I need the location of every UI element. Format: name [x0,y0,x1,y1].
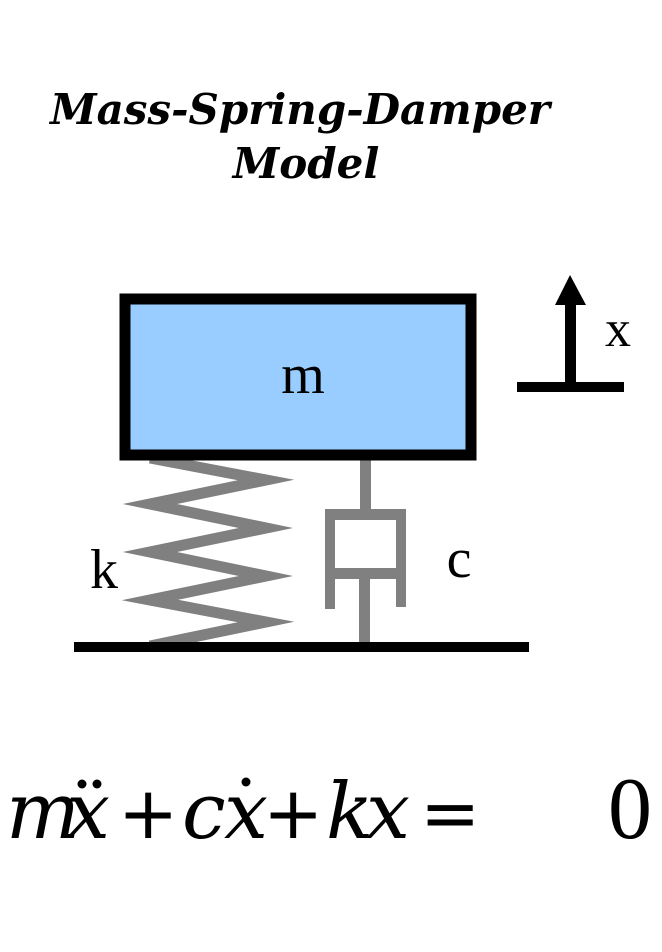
displacement-label: x [605,301,631,358]
mass-spring-damper-diagram: m k c x [74,275,631,652]
title-line-2: Model [232,139,380,188]
displacement-arrow-icon [517,275,624,392]
eq-plus-1: + [118,771,178,855]
eq-m: m [6,768,80,857]
spring-label: k [90,539,118,601]
mass-block [119,293,477,461]
damper-cylinder-left [325,509,335,609]
damper-cylinder-top [325,509,406,520]
title-line-1: Mass-Spring-Damper [50,85,550,134]
ddot-dot-2 [92,779,102,789]
ground-line [74,642,529,652]
dot [241,777,251,787]
eq-equals: = [420,771,480,855]
displacement-arrow-head [555,275,586,305]
eq-x-ddot: x [66,768,110,857]
damper-rod-bottom [359,568,370,646]
equation-of-motion: m x + c x + k x = 0 [6,768,652,858]
spring [121,452,295,652]
damper-rod-top [360,458,371,514]
ddot-dot-1 [77,779,87,789]
mass-label: m [281,344,325,406]
eq-c: c [182,768,226,857]
eq-x: x [366,768,410,857]
displacement-base [517,382,624,392]
damper-label: c [447,528,472,590]
displacement-arrow-stem [565,300,576,386]
damper [325,458,406,646]
eq-k: k [326,768,373,857]
eq-zero: 0 [608,768,652,858]
damper-cylinder-right [396,509,406,607]
eq-plus-2: + [263,771,323,855]
